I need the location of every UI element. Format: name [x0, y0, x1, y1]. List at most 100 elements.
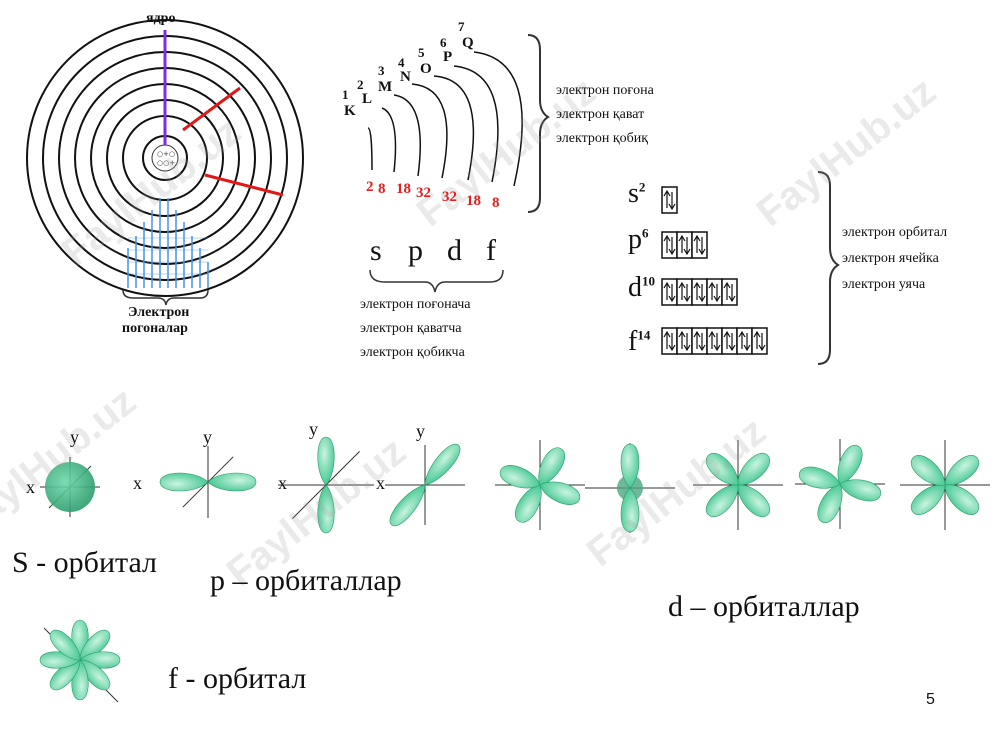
d-orbitals-caption: d – орбиталлар [668, 590, 860, 623]
orbital-lobe [424, 443, 461, 486]
nucleus-label: ядро [146, 11, 176, 26]
spin-down-arrow [728, 295, 736, 303]
orbital-brace-line-3: электрон уяча [842, 277, 926, 292]
orbital-cell [691, 278, 708, 306]
orbital-lobe [317, 436, 335, 486]
orbital-cell [706, 278, 723, 306]
orbital-lobe [837, 445, 863, 485]
cell-label-d: d10 [628, 272, 655, 303]
spin-up-arrow [678, 330, 686, 338]
shell-brace-line-3: электрон қобиқ [556, 131, 649, 146]
shell-capacity: 32 [416, 185, 431, 201]
orbital-cell [721, 278, 738, 306]
s-orbital-caption: S - орбитал [12, 546, 158, 579]
spin-up-arrow [723, 330, 731, 338]
orbital-lobe [620, 443, 640, 489]
orbital-cell [751, 327, 768, 355]
spin-down-arrow [728, 344, 736, 352]
orbital-cell [691, 327, 708, 355]
spin-down-arrow [668, 344, 676, 352]
levels-brace [122, 289, 209, 306]
shell-arc [411, 83, 448, 179]
sublevel-letter-f: f [486, 234, 496, 267]
levels-label-line2: погоналар [122, 321, 188, 336]
shell-capacity: 2 [366, 179, 374, 195]
spin-down-arrow [698, 344, 706, 352]
spin-down-arrow [698, 295, 706, 303]
orbital-lobe [944, 484, 980, 515]
axis-label-y: y [203, 427, 212, 447]
spin-up-arrow [708, 330, 716, 338]
shell-arcs [367, 51, 523, 187]
shell-letter: L [362, 91, 373, 107]
axis-label-x: x [278, 473, 287, 493]
shell-brace [527, 34, 550, 213]
spin-up-arrow [678, 234, 686, 242]
shell-arc [453, 65, 499, 183]
levels-label-line1: Электрон [128, 305, 190, 320]
orbital-lobe [207, 472, 257, 492]
spin-down-arrow [758, 344, 766, 352]
shell-capacity: 18 [466, 193, 481, 209]
spin-down-arrow [683, 248, 691, 256]
shell-capacity: 18 [396, 181, 411, 197]
orbital-lobe [910, 484, 946, 515]
shell-brace-line-1: электрон поғона [556, 83, 654, 98]
spin-up-arrow [663, 330, 671, 338]
orbital-cell [661, 327, 678, 355]
shell-letter: M [378, 79, 393, 95]
axis-label-x: x [26, 477, 35, 497]
shell-capacity: 8 [492, 195, 500, 211]
spin-down-arrow [698, 248, 706, 256]
orbital-lobe [817, 483, 843, 523]
orbital-lobe [799, 466, 841, 489]
shell-arc [381, 107, 397, 173]
spin-up-arrow [738, 330, 746, 338]
spin-up-arrow [753, 330, 761, 338]
spin-down-arrow [743, 344, 751, 352]
shell-number: 3 [378, 63, 385, 78]
spin-up-arrow [663, 234, 671, 242]
spin-up-arrow [693, 330, 701, 338]
shell-number: 5 [418, 45, 425, 60]
s-orbital-sphere [45, 462, 95, 512]
shell-arc [473, 51, 523, 187]
orbital-lobe [500, 465, 541, 489]
orbital-lobe [389, 484, 426, 527]
orbital-shapes [39, 436, 990, 703]
sublevel-letter-p: p [408, 234, 423, 267]
spin-up-arrow [678, 281, 686, 289]
orbital-lobe [317, 484, 335, 534]
orbital-cell [676, 278, 693, 306]
orbital-lobe [737, 452, 771, 486]
orbital-cell [691, 231, 708, 259]
spin-down-arrow [683, 344, 691, 352]
spin-down-arrow [668, 248, 676, 256]
shell-number: 4 [398, 55, 405, 70]
p-orbitals-caption: p – орбиталлар [210, 564, 402, 597]
orbital-cells [661, 186, 768, 355]
shell-arc [433, 75, 475, 181]
spin-up-arrow [663, 281, 671, 289]
svg-text:○○+: ○○+ [157, 159, 175, 167]
spin-up-arrow [723, 281, 731, 289]
orbital-cell [661, 186, 678, 214]
sublevel-brace [369, 269, 504, 293]
shell-number: 6 [440, 35, 447, 50]
spin-up-arrow [663, 189, 671, 197]
shell-letter: O [420, 61, 432, 77]
spin-down-arrow [713, 344, 721, 352]
sublevel-brace-line-1: электрон поғонача [360, 297, 471, 312]
spin-up-arrow [708, 281, 716, 289]
orbital-lobe [839, 479, 881, 502]
orbital-cell [721, 327, 738, 355]
orbital-brace [817, 171, 840, 365]
sublevel-letter-s: s [370, 234, 382, 267]
axis-label-y: y [70, 427, 79, 447]
shell-letter: N [400, 69, 411, 85]
page-number: 5 [926, 691, 935, 708]
orbital-cell [676, 327, 693, 355]
shell-number: 2 [357, 77, 364, 92]
